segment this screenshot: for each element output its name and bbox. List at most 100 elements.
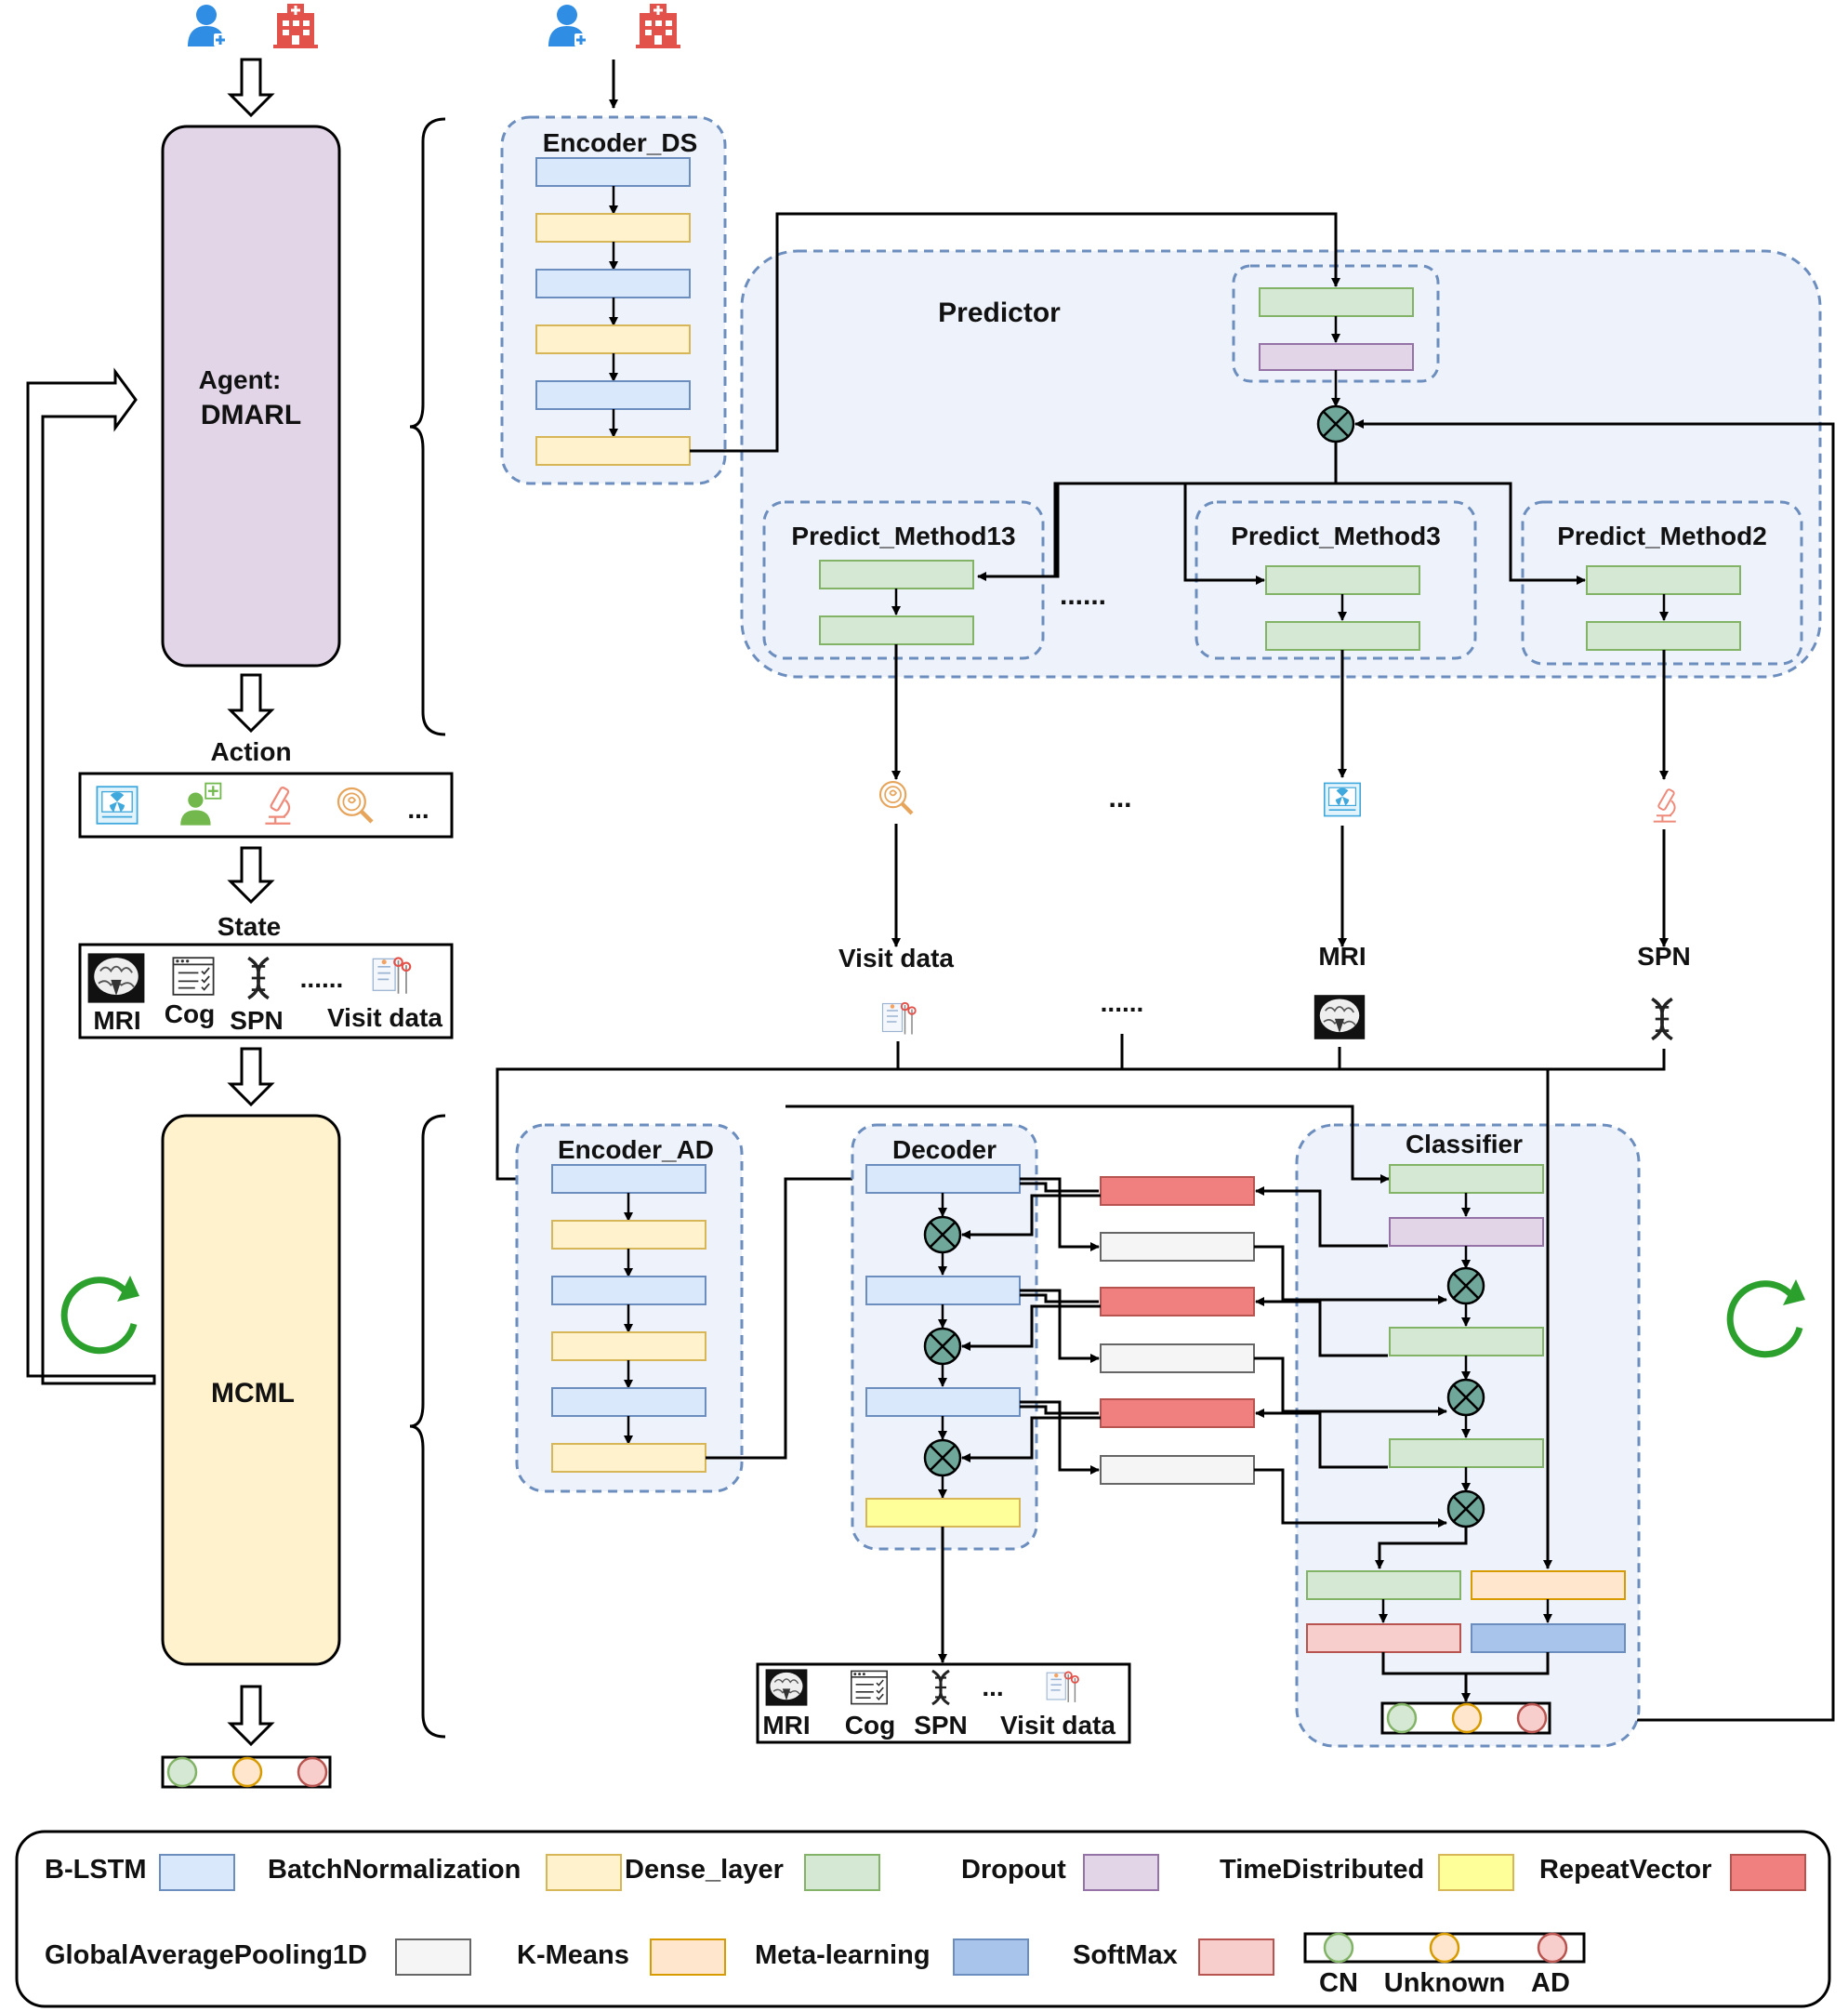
legend-swatch-kmeans	[650, 1938, 726, 1976]
legend-label-meta: Meta-learning	[755, 1940, 931, 1970]
dense-layer	[1259, 287, 1414, 317]
classifier-to-repeat	[1255, 1186, 1388, 1248]
blstm-layer	[865, 1276, 1021, 1305]
multiply-cross	[930, 1333, 956, 1359]
dense-layer	[1389, 1438, 1544, 1468]
multiply-cross	[1323, 411, 1349, 437]
legend-label-softmax: SoftMax	[1073, 1940, 1178, 1970]
blstm-layer	[551, 1276, 706, 1305]
hospital-icon	[271, 2, 320, 50]
data-dots: ......	[1101, 988, 1144, 1017]
refresh-icon-right	[1730, 1279, 1805, 1355]
unknown-dot	[1451, 1702, 1483, 1734]
decoder-multiply	[923, 1438, 962, 1477]
down-arrow-to-agent	[227, 58, 275, 118]
pm-dots: ......	[1060, 580, 1106, 611]
legend-label-cn: CN	[1319, 1968, 1358, 1998]
microscope-icon	[1652, 787, 1677, 823]
bn-layer	[535, 436, 691, 466]
ad-dot	[297, 1756, 328, 1788]
agent-label: Agent:	[199, 365, 282, 394]
encoder-ds-title: Encoder_DS	[543, 128, 698, 157]
mri-label: MRI	[1318, 942, 1366, 971]
multiply-cross	[1453, 1496, 1479, 1522]
blstm-layer	[865, 1387, 1021, 1417]
dense-layer	[1265, 621, 1420, 651]
legend-label-gap: GlobalAveragePooling1D	[45, 1940, 367, 1970]
patient-icon	[547, 3, 589, 48]
blstm-layer	[535, 269, 691, 298]
legend-label-blstm: B-LSTM	[45, 1855, 147, 1885]
mid-dots: ...	[1108, 783, 1131, 814]
feedback-loop-arrow	[26, 367, 156, 1385]
scanner-icon	[1324, 782, 1361, 817]
legend-label-bn: BatchNormalization	[268, 1855, 521, 1885]
visit-data-icon	[881, 1001, 917, 1036]
classifier-multiply	[1446, 1378, 1485, 1417]
bn-layer	[551, 1220, 706, 1250]
encoder-to-decoder	[706, 1174, 865, 1460]
out-spn: SPN	[914, 1711, 968, 1740]
cn-dot	[1323, 1932, 1354, 1964]
patient-icon	[186, 3, 229, 48]
agent-dmarl-box	[161, 125, 341, 668]
repeatvector-layer	[1100, 1398, 1255, 1428]
blstm-layer	[535, 380, 691, 410]
legend-swatch-softmax	[1198, 1938, 1274, 1976]
state-spn: SPN	[230, 1006, 284, 1035]
encoder-ad-title: Encoder_AD	[558, 1135, 714, 1164]
globalaveragepooling-layer	[1100, 1343, 1255, 1373]
decoder-to-gap	[1020, 1289, 1100, 1363]
decoder-to-repeat	[1020, 1182, 1099, 1193]
dropout-layer	[1259, 343, 1414, 371]
action-label: Action	[210, 737, 291, 766]
state-dots-text: ......	[300, 964, 344, 993]
dense-layer	[1586, 565, 1741, 595]
dense-layer	[1265, 565, 1420, 595]
repeat-to-multiply	[961, 1304, 1101, 1351]
state-mri: MRI	[93, 1006, 140, 1035]
cn-dot	[1386, 1702, 1418, 1734]
legend-label-dropout: Dropout	[961, 1855, 1066, 1885]
multiply-cross	[930, 1222, 956, 1248]
metalearning-layer	[1471, 1623, 1626, 1653]
legend-state-dots	[1323, 1932, 1568, 1964]
legend-swatch-timedist	[1438, 1854, 1514, 1891]
bottom-brace	[409, 1114, 446, 1739]
legend-label-repeat: RepeatVector	[1539, 1855, 1711, 1885]
pm13-title: Predict_Method13	[791, 522, 1015, 550]
blstm-layer	[535, 157, 691, 187]
classifier-multiply	[1446, 1266, 1485, 1305]
out-mri: MRI	[762, 1711, 810, 1740]
classifier-output-dots	[1386, 1702, 1548, 1734]
magnifier-icon	[880, 782, 912, 814]
classifier-multiply	[1446, 1489, 1485, 1528]
bn-layer	[535, 213, 691, 243]
legend-swatch-meta	[953, 1938, 1029, 1976]
checklist-icon	[850, 1670, 889, 1705]
cn-dot	[166, 1756, 198, 1788]
visit-data-label: Visit data	[838, 944, 954, 972]
brain-icon	[1313, 994, 1366, 1040]
scanner-icon	[96, 786, 139, 825]
down-arrow-to-mcml	[227, 1047, 275, 1107]
pm2-title: Predict_Method2	[1557, 522, 1767, 550]
decoder-to-repeat	[1020, 1293, 1099, 1303]
predictor-title: Predictor	[938, 298, 1061, 328]
legend-swatch-repeat	[1730, 1854, 1806, 1891]
refresh-icon-left	[64, 1276, 139, 1351]
dropout-layer	[1389, 1217, 1544, 1247]
bn-layer	[551, 1331, 706, 1361]
state-visit: Visit data	[327, 1003, 442, 1032]
collection-bus	[495, 1049, 1666, 1184]
mcml-box	[161, 1114, 341, 1666]
classifier-to-repeat	[1255, 1409, 1388, 1469]
multiply-cross	[1453, 1273, 1479, 1299]
multiply-cross	[930, 1445, 956, 1471]
brain-icon	[86, 952, 146, 1004]
globalaveragepooling-layer	[1100, 1232, 1255, 1262]
dense-layer	[1389, 1164, 1544, 1194]
